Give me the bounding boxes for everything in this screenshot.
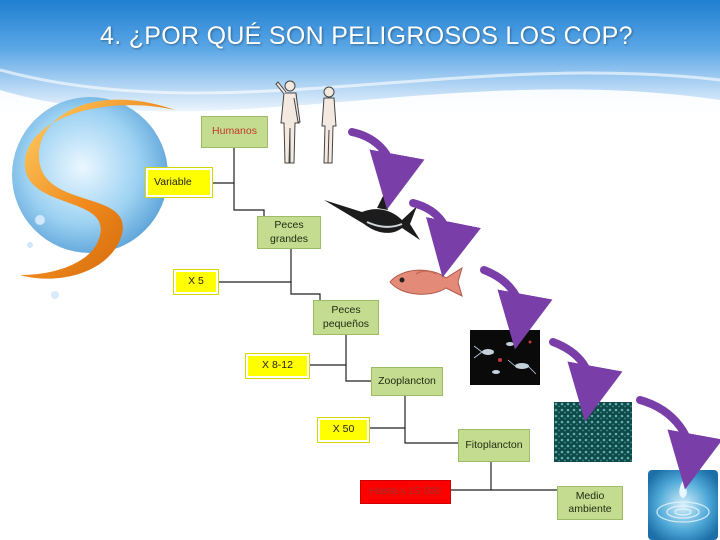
factor-label: X 50	[332, 423, 355, 436]
water-drop-icon	[648, 470, 718, 540]
level-box-peces-grandes: Peces grandes	[257, 216, 321, 249]
level-label: Medio ambiente	[568, 489, 612, 515]
level-label: Peces grandes	[270, 219, 308, 245]
level-label: Zooplancton	[378, 374, 436, 387]
zooplankton-icon	[470, 330, 540, 385]
factor-box-max: Hasta x 15 000	[360, 480, 451, 504]
humans-icon	[275, 80, 337, 164]
curved-arrow-icon	[549, 338, 623, 422]
factor-label: X 5	[188, 275, 204, 288]
level-box-medio-ambiente: Medio ambiente	[557, 486, 623, 520]
factor-box-variable: Variable	[145, 167, 213, 198]
level-box-peces-pequenos: Peces pequeños	[313, 300, 379, 335]
factor-box-x50: X 50	[317, 417, 370, 443]
s-logo-icon	[12, 97, 175, 299]
curved-arrow-icon	[480, 266, 553, 350]
small-fish-icon	[389, 266, 463, 297]
level-box-zooplancton: Zooplancton	[371, 367, 443, 396]
level-label: Fitoplancton	[465, 438, 523, 451]
factor-label: X 8-12	[262, 359, 293, 372]
level-label: Humanos	[212, 125, 257, 138]
swordfish-icon	[324, 194, 420, 240]
level-label: Peces pequeños	[322, 304, 370, 330]
slide-title: 4. ¿POR QUÉ SON PELIGROSOS LOS COP?	[100, 22, 633, 50]
level-box-fitoplancton: Fitoplancton	[458, 429, 530, 462]
level-box-humanos: Humanos	[201, 116, 268, 148]
factor-box-x8-12: X 8-12	[245, 353, 310, 379]
curved-arrow-icon	[636, 396, 720, 490]
phytoplankton-icon	[554, 402, 632, 462]
factor-box-x5: X 5	[173, 269, 219, 295]
factor-label: Variable	[154, 175, 192, 188]
factor-label: Hasta x 15 000	[370, 485, 441, 498]
